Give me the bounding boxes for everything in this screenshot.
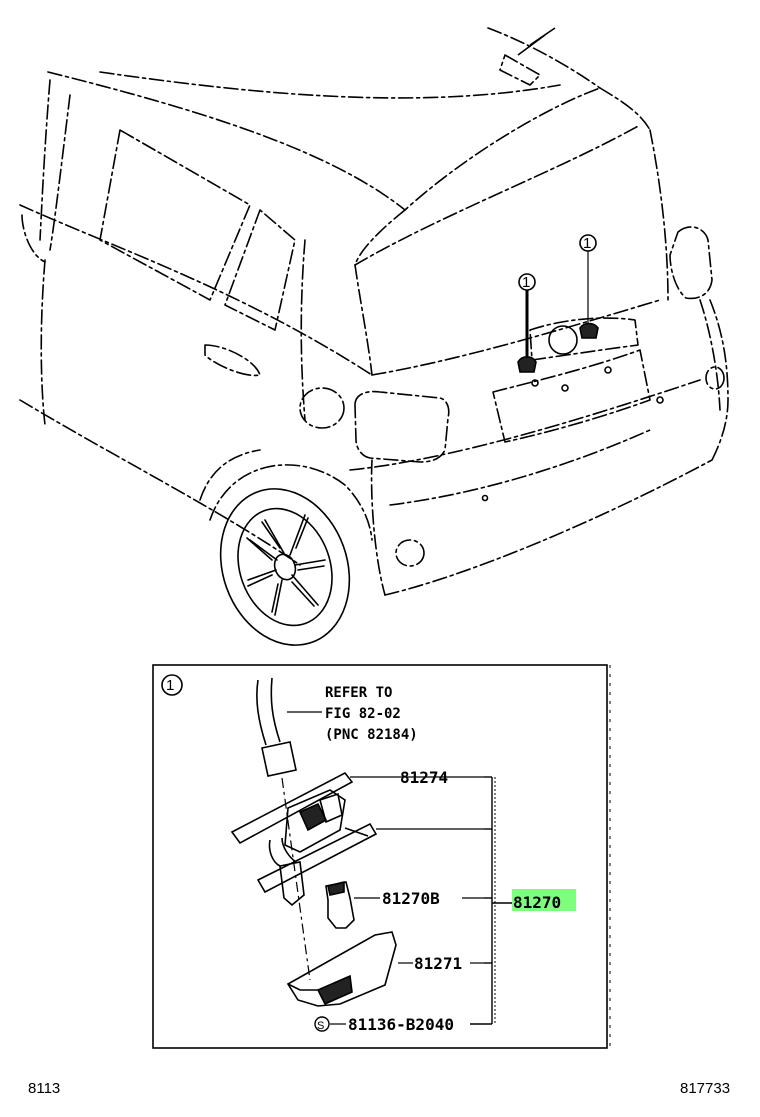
license-lamp-locations [481,234,664,502]
bulb-part [325,880,355,929]
wire-harness [256,677,297,777]
lens-part-number: 81271 [414,954,462,973]
bulb-part-number: 81270B [382,889,440,908]
footer-left-code: 8113 [28,1080,60,1097]
assembly-bracket [470,776,512,1025]
assembly-highlight [512,889,576,911]
detail-box: 1 [152,664,608,1049]
gasket-part [230,771,354,845]
wheel [219,488,351,646]
lamp-housing-part [256,789,378,907]
assembly-center-line [281,777,311,981]
lens-part [286,931,397,1007]
car-rear-illustration [19,27,729,596]
gasket-part-number: 81274 [400,768,448,787]
screw-symbol-letter: S [317,1020,324,1032]
screw-symbol: S [314,1016,330,1032]
refer-note-line3: (PNC 82184) [325,727,418,743]
footer-right-code: 817733 [680,1080,730,1097]
car-callout-2-label: 1 [583,235,591,252]
car-callout-1-label: 1 [522,274,530,291]
refer-note-line2: FIG 82-02 [325,706,401,722]
screw-part-number: 81136-B2040 [348,1015,454,1034]
refer-note-line1: REFER TO [325,685,392,701]
antenna [517,27,556,56]
detail-callout-label: 1 [166,677,174,694]
assembly-part-number[interactable]: 81270 [513,893,561,912]
